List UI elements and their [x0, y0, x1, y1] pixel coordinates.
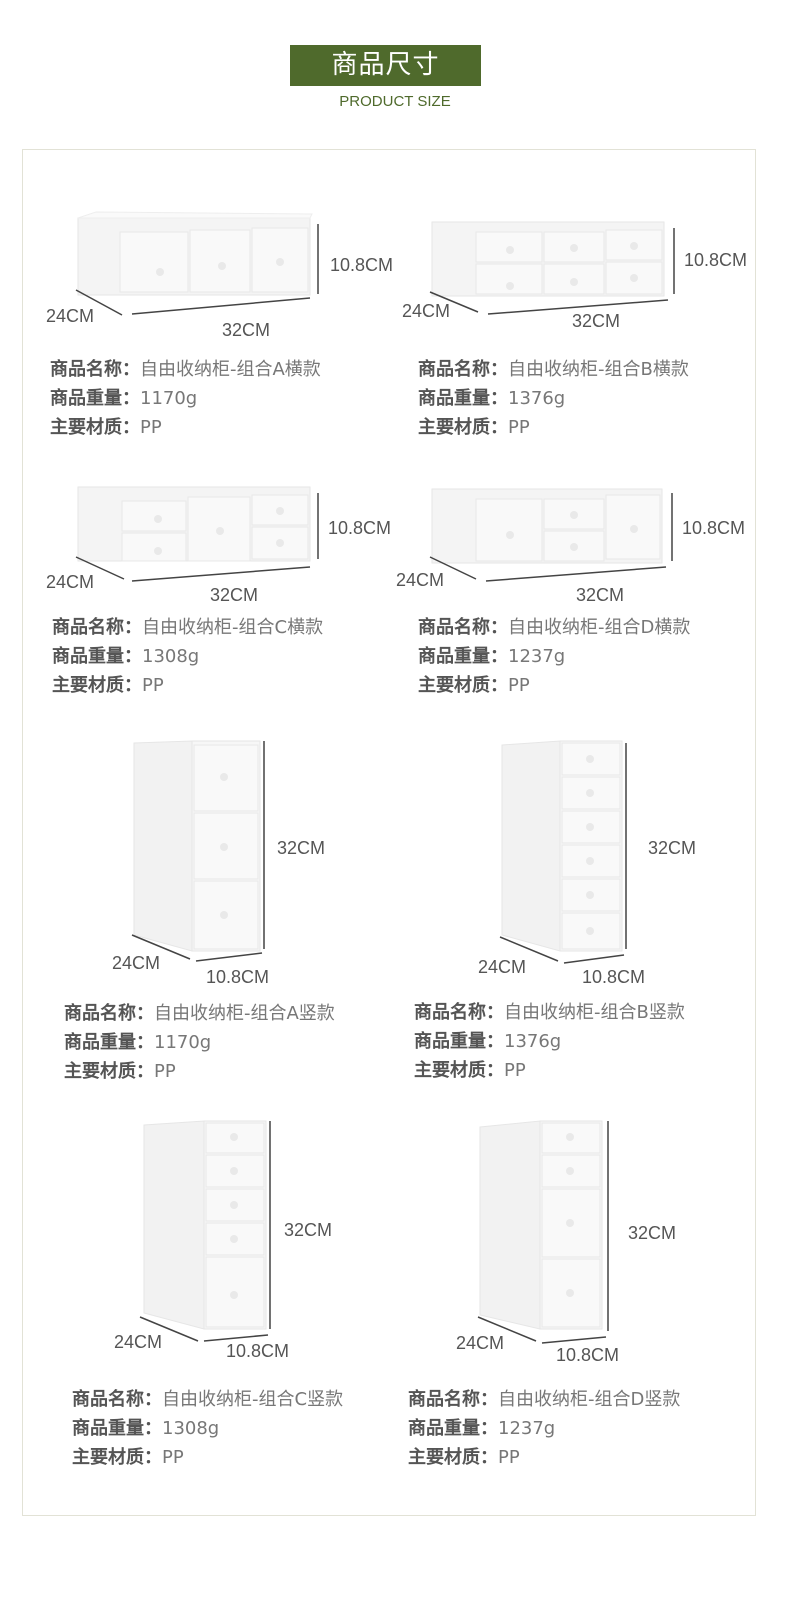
- height-dimension: 10.8CM: [684, 250, 748, 270]
- product-d-horizontal: 10.8CM 24CM 32CM 商品名称：自由收纳柜-组合D横款 商品重量：1…: [396, 475, 760, 715]
- spec-label-name: 商品名称：: [50, 359, 140, 380]
- section-title-badge: 商品尺寸: [290, 45, 481, 86]
- depth-dimension: 24CM: [46, 572, 95, 592]
- spec-list: 商品名称：自由收纳柜-组合D横款 商品重量：1237g 主要材质：PP: [418, 613, 690, 700]
- spec-label-weight: 商品重量：: [418, 388, 508, 409]
- spec-list: 商品名称：自由收纳柜-组合D竖款 商品重量：1237g 主要材质：PP: [408, 1385, 680, 1472]
- spec-label-material: 主要材质：: [418, 675, 508, 696]
- product-d-vertical: 32CM 24CM 10.8CM 商品名称：自由收纳柜-组合D竖款 商品重量：1…: [400, 1115, 760, 1485]
- product-c-horizontal: 10.8CM 24CM 32CM 商品名称：自由收纳柜-组合C横款 商品重量：1…: [40, 475, 391, 715]
- spec-value-material: PP: [162, 1447, 184, 1468]
- spec-label-weight: 商品重量：: [408, 1418, 498, 1439]
- product-a-horizontal: 10.8CM 24CM 32CM 商品名称：自由收纳柜-组合A横款 商品重量：1…: [40, 210, 393, 450]
- cabinet-d-horizontal-image: [429, 488, 673, 582]
- depth-dimension: 24CM: [396, 570, 445, 590]
- spec-list: 商品名称：自由收纳柜-组合C竖款 商品重量：1308g 主要材质：PP: [72, 1385, 343, 1472]
- spec-label-weight: 商品重量：: [52, 646, 142, 667]
- height-dimension: 32CM: [628, 1223, 677, 1243]
- spec-value-weight: 1376g: [504, 1031, 562, 1052]
- spec-value-weight: 1376g: [508, 388, 566, 409]
- width-dimension: 10.8CM: [582, 967, 646, 987]
- content-frame: [22, 149, 756, 1516]
- spec-label-weight: 商品重量：: [418, 646, 508, 667]
- product-a-vertical: 32CM 24CM 10.8CM 商品名称：自由收纳柜-组合A竖款 商品重量：1…: [40, 735, 380, 1095]
- width-dimension: 32CM: [222, 320, 271, 340]
- width-dimension: 10.8CM: [226, 1341, 290, 1361]
- product-c-vertical: 32CM 24CM 10.8CM 商品名称：自由收纳柜-组合C竖款 商品重量：1…: [40, 1115, 390, 1485]
- spec-label-name: 商品名称：: [52, 617, 142, 638]
- height-dimension: 10.8CM: [328, 518, 392, 538]
- width-dimension: 10.8CM: [206, 967, 270, 987]
- height-dimension: 10.8CM: [682, 518, 746, 538]
- spec-value-material: PP: [140, 417, 162, 438]
- spec-value-weight: 1237g: [508, 646, 566, 667]
- spec-label-weight: 商品重量：: [50, 388, 140, 409]
- depth-dimension: 24CM: [114, 1332, 163, 1352]
- spec-label-name: 商品名称：: [408, 1389, 498, 1410]
- depth-dimension: 24CM: [402, 301, 451, 321]
- height-dimension: 32CM: [648, 838, 697, 858]
- width-dimension: 32CM: [576, 585, 625, 605]
- cabinet-b-vertical-image: [499, 740, 627, 964]
- spec-value-material: PP: [508, 675, 530, 696]
- width-dimension: 10.8CM: [556, 1345, 620, 1365]
- spec-value-weight: 1170g: [140, 388, 198, 409]
- spec-label-material: 主要材质：: [418, 417, 508, 438]
- depth-dimension: 24CM: [478, 957, 527, 977]
- spec-label-material: 主要材质：: [50, 417, 140, 438]
- spec-list: 商品名称：自由收纳柜-组合A竖款 商品重量：1170g 主要材质：PP: [64, 999, 335, 1086]
- spec-list: 商品名称：自由收纳柜-组合B横款 商品重量：1376g 主要材质：PP: [418, 355, 689, 442]
- spec-label-material: 主要材质：: [408, 1447, 498, 1468]
- spec-value-material: PP: [498, 1447, 520, 1468]
- height-dimension: 32CM: [284, 1220, 333, 1240]
- spec-label-name: 商品名称：: [414, 1002, 504, 1023]
- spec-value-name: 自由收纳柜-组合C横款: [142, 617, 324, 638]
- width-dimension: 32CM: [210, 585, 259, 605]
- height-dimension: 10.8CM: [330, 255, 394, 275]
- spec-value-weight: 1237g: [498, 1418, 556, 1439]
- spec-label-weight: 商品重量：: [414, 1031, 504, 1052]
- spec-label-weight: 商品重量：: [64, 1032, 154, 1053]
- depth-dimension: 24CM: [456, 1333, 505, 1353]
- spec-label-name: 商品名称：: [64, 1003, 154, 1024]
- spec-value-weight: 1308g: [162, 1418, 220, 1439]
- spec-value-name: 自由收纳柜-组合A横款: [140, 359, 321, 380]
- spec-label-weight: 商品重量：: [72, 1418, 162, 1439]
- spec-value-material: PP: [508, 417, 530, 438]
- spec-list: 商品名称：自由收纳柜-组合C横款 商品重量：1308g 主要材质：PP: [52, 613, 323, 700]
- spec-value-weight: 1308g: [142, 646, 200, 667]
- depth-dimension: 24CM: [112, 953, 161, 973]
- section-subtitle: PRODUCT SIZE: [339, 93, 451, 110]
- spec-label-material: 主要材质：: [414, 1060, 504, 1081]
- spec-label-material: 主要材质：: [72, 1447, 162, 1468]
- height-dimension: 32CM: [277, 838, 326, 858]
- spec-value-material: PP: [142, 675, 164, 696]
- cabinet-b-horizontal-image: [429, 221, 675, 315]
- spec-value-name: 自由收纳柜-组合C竖款: [162, 1389, 344, 1410]
- cabinet-a-horizontal-image: [75, 211, 319, 316]
- cabinet-c-vertical-image: [139, 1120, 271, 1342]
- spec-label-name: 商品名称：: [418, 359, 508, 380]
- spec-list: 商品名称：自由收纳柜-组合B竖款 商品重量：1376g 主要材质：PP: [414, 998, 685, 1085]
- spec-value-name: 自由收纳柜-组合B竖款: [504, 1002, 685, 1023]
- width-dimension: 32CM: [572, 311, 621, 331]
- spec-label-name: 商品名称：: [418, 617, 508, 638]
- spec-value-material: PP: [504, 1060, 526, 1081]
- spec-value-material: PP: [154, 1061, 176, 1082]
- spec-value-name: 自由收纳柜-组合D横款: [508, 617, 691, 638]
- product-b-horizontal: 10.8CM 24CM 32CM 商品名称：自由收纳柜-组合B横款 商品重量：1…: [400, 210, 760, 450]
- depth-dimension: 24CM: [46, 306, 95, 326]
- spec-value-name: 自由收纳柜-组合D竖款: [498, 1389, 681, 1410]
- spec-label-material: 主要材质：: [52, 675, 142, 696]
- cabinet-a-vertical-image: [131, 740, 265, 962]
- spec-label-material: 主要材质：: [64, 1061, 154, 1082]
- spec-value-weight: 1170g: [154, 1032, 212, 1053]
- cabinet-d-vertical-image: [477, 1120, 609, 1344]
- spec-value-name: 自由收纳柜-组合A竖款: [154, 1003, 335, 1024]
- product-b-vertical: 32CM 24CM 10.8CM 商品名称：自由收纳柜-组合B竖款 商品重量：1…: [400, 735, 760, 1095]
- spec-list: 商品名称：自由收纳柜-组合A横款 商品重量：1170g 主要材质：PP: [50, 355, 321, 442]
- spec-label-name: 商品名称：: [72, 1389, 162, 1410]
- cabinet-c-horizontal-image: [75, 486, 319, 582]
- spec-value-name: 自由收纳柜-组合B横款: [508, 359, 689, 380]
